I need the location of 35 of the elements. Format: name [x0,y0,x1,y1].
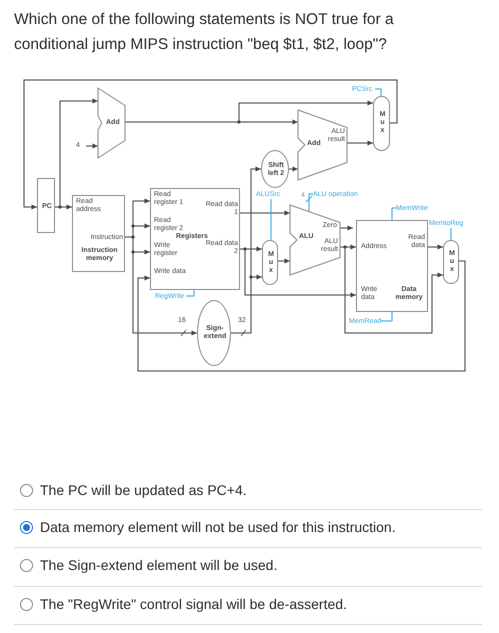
wire-arrow [340,226,354,230]
wire-arrow [124,120,298,124]
question-text: Which one of the following statements is NOT true for a conditional jump MIPS instruction "beq $t1, $t2, loop"? [14,10,395,55]
control-signal-line [308,194,314,212]
register-file-box [150,188,240,290]
shift-unit-ellipse [261,150,289,188]
control-signal-line [450,228,452,240]
wire-arrow [428,244,444,250]
control-signal-line [392,208,396,220]
control-signal-line [186,290,194,296]
multiplexer-box [373,96,390,151]
multiplexer-box [262,240,278,285]
wire-arrow [124,236,198,336]
answer-option: The "RegWrite" control signal will be de-asserted. [40,595,347,613]
wire-arrow [278,258,290,264]
wire-arrow [138,260,466,372]
wire-arrow [288,166,298,172]
wire-arrow [54,98,98,208]
multiplexer-box [443,240,459,284]
memory-box [72,195,125,272]
wire-arrow [340,246,444,334]
wire-arrow [86,144,98,148]
control-signal-line [270,198,272,240]
wire-arrow [346,140,374,146]
wire-arrow [240,248,356,298]
answer-option: The PC will be updated as PC+4. [40,481,247,499]
control-signal-line [374,88,382,96]
control-signal-line [380,312,392,322]
wire-arrow [240,210,290,216]
memory-box [356,220,428,312]
register-box [37,178,55,233]
wire-arrow [24,80,398,210]
answer-option: Data memory element will not be used for this instruction. [40,518,396,536]
answer-option: The Sign-extend element will be used. [40,556,278,574]
wire-arrow [230,274,262,334]
